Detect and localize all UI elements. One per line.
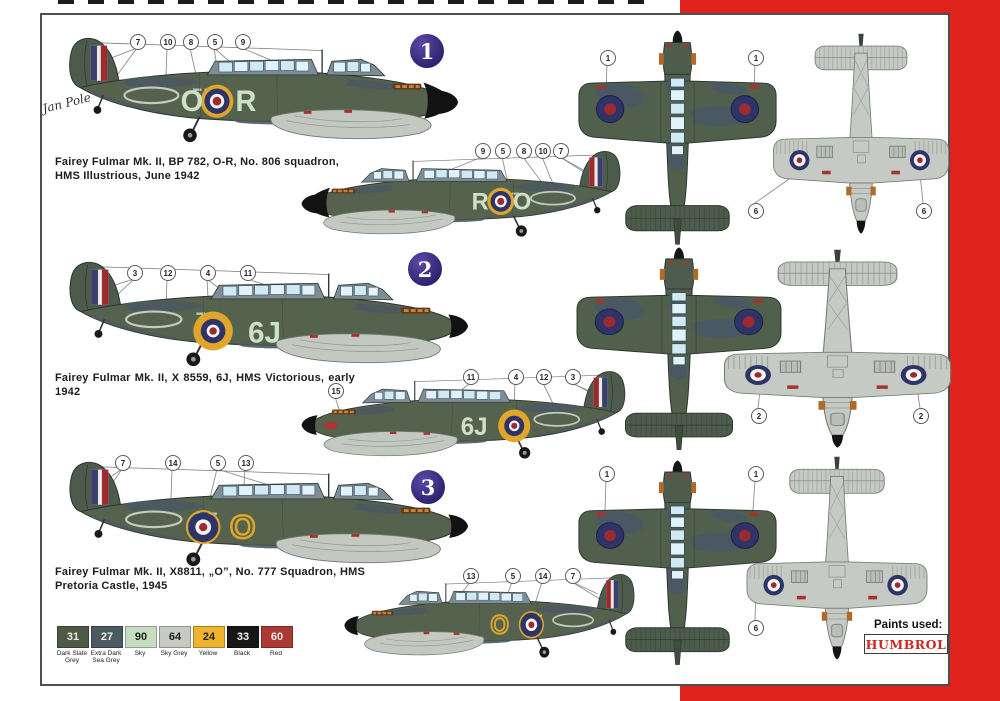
- side-profile-2a: 6J: [68, 261, 470, 368]
- paint-label: Black: [234, 650, 250, 657]
- callout-marker: 7: [130, 34, 146, 50]
- callout-marker: 15: [328, 383, 344, 399]
- callout-marker: 2: [913, 408, 929, 424]
- paint-chip: 60 Red: [261, 626, 295, 657]
- scheme-caption: Fairey Fulmar Mk. II, X 8559, 6J, HMS Vi…: [55, 372, 355, 399]
- code-letter: O: [181, 86, 203, 118]
- callout-marker: 4: [508, 369, 524, 385]
- paint-label: Sky Grey: [160, 650, 188, 657]
- callout-marker: 14: [535, 568, 551, 584]
- code-letter: R: [235, 86, 256, 118]
- callout-marker: 1: [748, 50, 764, 66]
- callout-marker: 11: [240, 265, 256, 281]
- code-letter: O: [513, 188, 531, 215]
- scheme-number-badge: 2: [408, 252, 442, 286]
- callout-marker: 5: [207, 34, 223, 50]
- paint-swatch: 60: [261, 626, 293, 648]
- callout-marker: 9: [475, 143, 491, 159]
- code-letter: R: [472, 188, 489, 215]
- callout-marker: 4: [200, 265, 216, 281]
- side-profile-3b: O: [343, 573, 635, 659]
- scheme-caption: Fairey Fulmar Mk. II, BP 782, O-R, No. 8…: [55, 156, 339, 183]
- paint-chip: 64 Sky Grey: [159, 626, 193, 657]
- paint-label: Red: [270, 650, 282, 657]
- side-profile-2b: 6J: [300, 370, 626, 460]
- callout-marker: 7: [553, 143, 569, 159]
- callout-marker: 1: [600, 50, 616, 66]
- callout-marker: 3: [565, 369, 581, 385]
- callout-marker: 10: [535, 143, 551, 159]
- paint-swatch: 33: [227, 626, 259, 648]
- code-letters: 6J: [248, 317, 281, 350]
- callout-marker: 8: [183, 34, 199, 50]
- code-letters: 6J: [461, 414, 488, 441]
- humbrol-logo: HUMBROL: [864, 634, 948, 654]
- callout-marker: 11: [463, 369, 479, 385]
- code-letter: O: [230, 509, 255, 545]
- cropped-text-strip: [58, 0, 658, 4]
- callout-marker: 2: [751, 408, 767, 424]
- side-profile-3a: O: [68, 461, 470, 568]
- callout-marker: 14: [165, 455, 181, 471]
- callout-marker: 6: [916, 203, 932, 219]
- callout-marker: 13: [238, 455, 254, 471]
- callout-marker: 5: [505, 568, 521, 584]
- paint-swatch: 90: [125, 626, 157, 648]
- callout-marker: 7: [565, 568, 581, 584]
- paint-label: Extra Dark Sea Grey: [90, 650, 122, 665]
- callout-marker: 7: [115, 455, 131, 471]
- callout-marker: 5: [210, 455, 226, 471]
- callout-marker: 6: [748, 203, 764, 219]
- code-letter: O: [491, 612, 509, 640]
- paint-swatch: 31: [57, 626, 89, 648]
- callout-marker: 3: [127, 265, 143, 281]
- callout-marker: 13: [463, 568, 479, 584]
- side-profile-1a: O R: [68, 37, 460, 144]
- paint-label: Sky: [134, 650, 146, 657]
- scheme-number-badge: 1: [410, 34, 444, 68]
- paint-swatch: 27: [91, 626, 123, 648]
- paint-chip: 90 Sky: [125, 626, 159, 657]
- scheme-caption: Fairey Fulmar Mk. II, X8811, „O”, No. 77…: [55, 566, 365, 593]
- callout-marker: 12: [160, 265, 176, 281]
- paint-chip: 24 Yellow: [193, 626, 227, 657]
- callout-marker: 9: [235, 34, 251, 50]
- side-profile-1b: R O: [300, 150, 621, 238]
- paint-swatch: 64: [159, 626, 191, 648]
- paint-label: Yellow: [198, 650, 218, 657]
- paint-label: Dark Slate Grey: [56, 650, 88, 665]
- callout-marker: 5: [495, 143, 511, 159]
- paint-chip: 31 Dark Slate Grey: [57, 626, 91, 665]
- humbrol-brand-text: HUMBROL: [865, 636, 947, 652]
- paint-chip: 33 Black: [227, 626, 261, 657]
- callout-marker: 12: [536, 369, 552, 385]
- paint-swatch: 24: [193, 626, 225, 648]
- callout-marker: 1: [599, 466, 615, 482]
- callout-marker: 10: [160, 34, 176, 50]
- scheme-number-badge: 3: [411, 470, 445, 504]
- paint-chip: 27 Extra Dark Sea Grey: [91, 626, 125, 665]
- paints-used-label: Paints used:: [874, 619, 943, 631]
- callout-marker: 6: [748, 620, 764, 636]
- callout-marker: 1: [748, 466, 764, 482]
- callout-marker: 8: [516, 143, 532, 159]
